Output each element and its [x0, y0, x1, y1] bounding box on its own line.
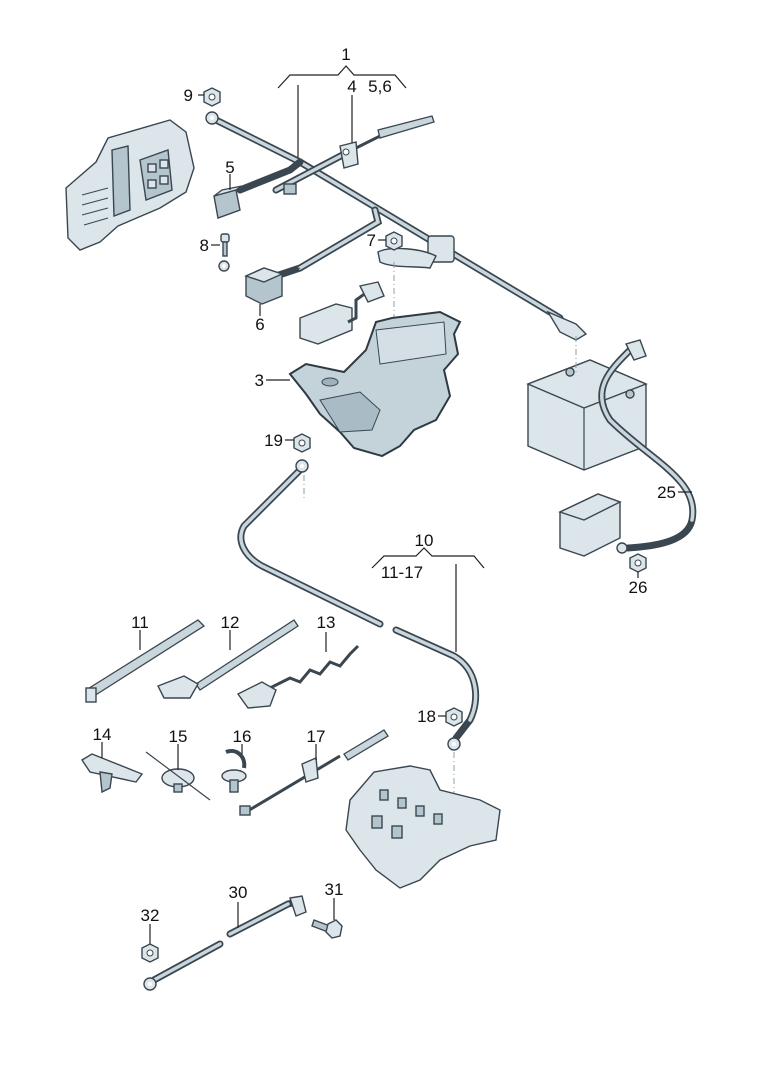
wiring-harness[interactable]: [205, 111, 588, 341]
callout-6[interactable]: 6: [255, 315, 264, 334]
callout-14[interactable]: 14: [93, 725, 112, 744]
callout-11-17[interactable]: 11-17: [381, 563, 423, 582]
callout-8[interactable]: 8: [200, 236, 209, 255]
callout-18[interactable]: 18: [417, 707, 436, 726]
callout-10[interactable]: 10: [415, 531, 434, 550]
callout-9[interactable]: 9: [184, 86, 193, 105]
control-module[interactable]: [299, 281, 385, 345]
nut-19[interactable]: [293, 433, 311, 453]
relay-6[interactable]: [244, 267, 301, 305]
callout-17[interactable]: 17: [307, 727, 326, 746]
fuse-box[interactable]: [65, 119, 195, 251]
ground-cable-25[interactable]: [598, 339, 697, 554]
callout-5[interactable]: 5: [225, 158, 234, 177]
callout-26[interactable]: 26: [629, 578, 648, 597]
nut-26[interactable]: [629, 553, 647, 573]
callout-19[interactable]: 19: [264, 431, 283, 450]
connector-5[interactable]: [213, 185, 243, 219]
callout-25[interactable]: 25: [657, 483, 676, 502]
cable-tie-17[interactable]: [239, 729, 389, 816]
callout-3[interactable]: 3: [255, 371, 264, 390]
callout-32[interactable]: 32: [141, 906, 160, 925]
callout-1[interactable]: 1: [341, 45, 350, 64]
callout-30[interactable]: 30: [229, 883, 248, 902]
battery-cable-10[interactable]: [237, 459, 480, 751]
callout-11[interactable]: 11: [131, 613, 149, 632]
callout-13[interactable]: 13: [317, 613, 336, 632]
cable-tie-11[interactable]: [84, 619, 206, 703]
battery-tray-3[interactable]: [288, 310, 462, 458]
battery[interactable]: [526, 359, 648, 471]
group-bracket-10: [371, 547, 485, 652]
callout-16[interactable]: 16: [233, 727, 252, 746]
holder-clip-14[interactable]: [81, 753, 144, 794]
callout-4[interactable]: 4: [347, 77, 356, 96]
callout-7[interactable]: 7: [367, 231, 376, 250]
callout-5-6[interactable]: 5,6: [368, 77, 392, 96]
group-bracket-1: [277, 65, 407, 158]
round-clip-15[interactable]: [145, 751, 211, 801]
nut-18[interactable]: [445, 707, 463, 727]
cable-tie-13[interactable]: [236, 644, 360, 709]
nut-7[interactable]: [385, 231, 403, 251]
cable-tie-12[interactable]: [157, 619, 299, 699]
fuse-carrier[interactable]: [345, 765, 501, 889]
callout-15[interactable]: 15: [169, 727, 188, 746]
ground-strap-30[interactable]: [143, 895, 307, 991]
nut-32[interactable]: [141, 943, 159, 963]
nut-9[interactable]: [203, 87, 221, 107]
bolt-31[interactable]: [311, 919, 343, 939]
junction-box[interactable]: [558, 493, 622, 557]
loop-clip-16[interactable]: [221, 749, 247, 793]
callout-31[interactable]: 31: [325, 880, 344, 899]
bolt-8[interactable]: [218, 233, 230, 272]
callout-12[interactable]: 12: [221, 613, 240, 632]
